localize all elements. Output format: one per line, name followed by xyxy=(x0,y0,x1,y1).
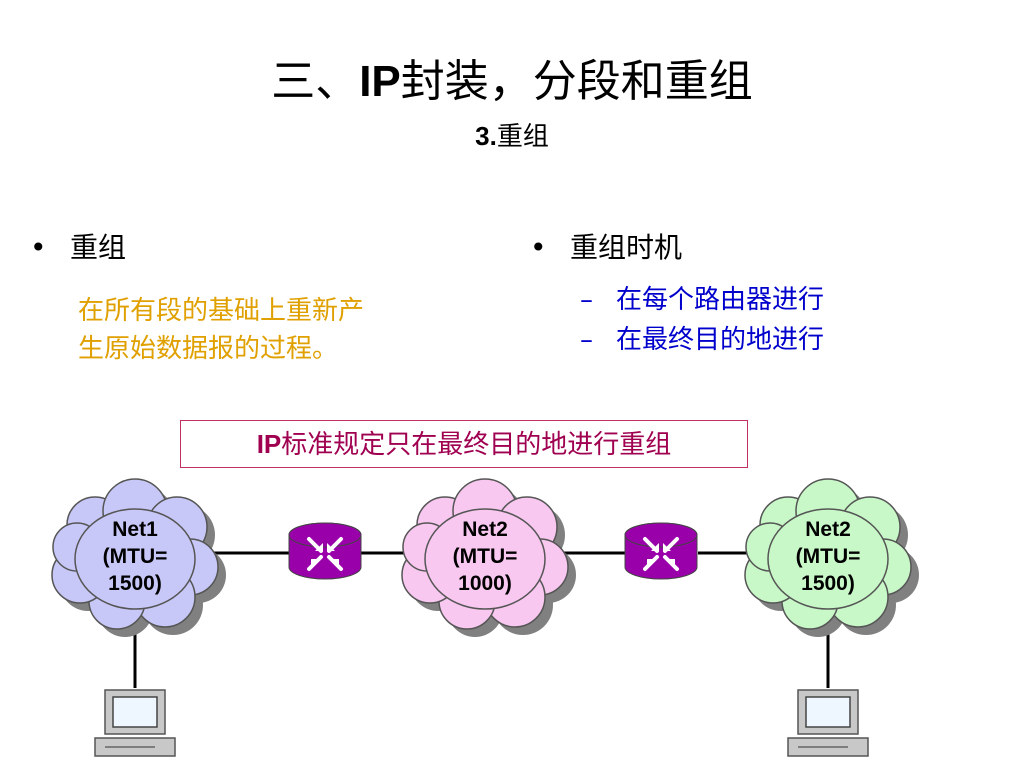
left-desc-line-1: 在所有段的基础上重新产 xyxy=(78,296,365,326)
router-icon xyxy=(624,522,698,580)
bullet-mark: • xyxy=(30,231,47,264)
computer-icon xyxy=(787,689,869,757)
computer-icon xyxy=(94,689,176,757)
cloud-label-line-3: 1500) xyxy=(108,572,162,595)
right-subitem: –在每个路由器进行 xyxy=(580,280,824,320)
dash-mark: – xyxy=(580,325,593,355)
right-subitem-text: 在每个路由器进行 xyxy=(616,285,825,315)
right-heading: 重组时机 xyxy=(570,231,683,264)
network-diagram: Net1 (MTU= 1500) Net2 (MTU= 1000) Net2 (… xyxy=(51,478,919,757)
right-subitem: –在最终目的地进行 xyxy=(580,320,824,360)
cloud-label-line-2: (MTU= xyxy=(103,545,168,568)
page-subtitle: 3.重组 xyxy=(0,118,1024,155)
cloud-label-line-3: 1500) xyxy=(801,572,855,595)
cloud-label-line-1: Net1 xyxy=(112,518,158,541)
subtitle-text: 重组 xyxy=(496,122,549,152)
cloud-label-line-2: (MTU= xyxy=(796,545,861,568)
network-cloud-net3: Net2 (MTU= 1500) xyxy=(744,478,919,637)
cloud-label-line-3: 1000) xyxy=(458,572,512,595)
right-bullet: • 重组时机 xyxy=(530,228,682,268)
subtitle-number: 3. xyxy=(475,121,497,151)
right-subitems: –在每个路由器进行 –在最终目的地进行 xyxy=(580,280,824,360)
bullet-mark: • xyxy=(530,231,547,264)
router-icon xyxy=(288,522,362,580)
note-ip: IP xyxy=(256,429,282,459)
cloud-label-line-2: (MTU= xyxy=(453,545,518,568)
network-cloud-net2: Net2 (MTU= 1000) xyxy=(401,478,576,637)
left-bullet: • 重组 xyxy=(30,228,126,268)
left-heading: 重组 xyxy=(70,231,127,264)
right-subitem-text: 在最终目的地进行 xyxy=(616,325,825,355)
title-rest: 封装，分段和重组 xyxy=(400,56,753,107)
left-desc-line-2: 生原始数据报的过程。 xyxy=(78,334,339,364)
dash-mark: – xyxy=(580,285,593,315)
title-prefix: 三、 xyxy=(271,56,360,107)
note-text: 标准规定只在最终目的地进行重组 xyxy=(281,430,672,460)
left-description: 在所有段的基础上重新产 生原始数据报的过程。 xyxy=(78,292,364,368)
cloud-label-line-1: Net2 xyxy=(462,518,508,541)
note-box: IP标准规定只在最终目的地进行重组 xyxy=(180,420,748,468)
cloud-label-line-1: Net2 xyxy=(805,518,851,541)
network-cloud-net1: Net1 (MTU= 1500) xyxy=(51,478,226,637)
page-title: 三、IP封装，分段和重组 xyxy=(0,52,1024,112)
title-ip: IP xyxy=(359,57,401,106)
